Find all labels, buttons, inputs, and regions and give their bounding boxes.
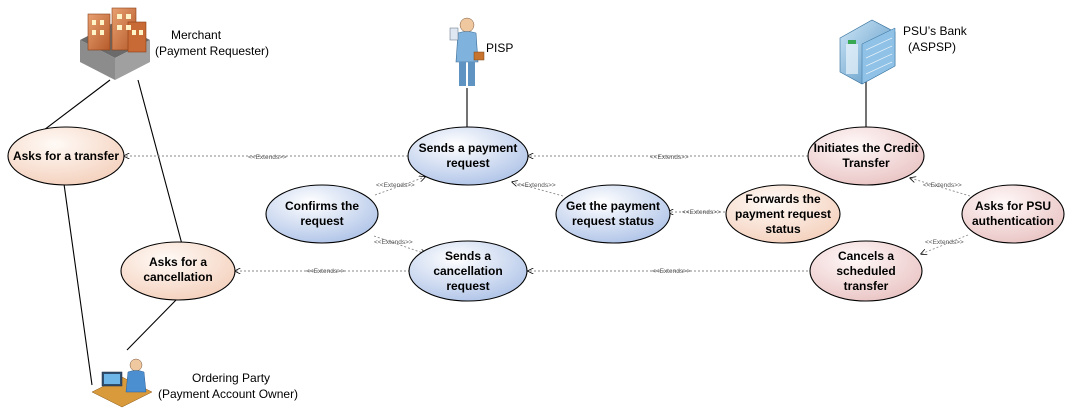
building-icon bbox=[80, 7, 150, 80]
person-with-briefcase-icon bbox=[449, 17, 485, 86]
use-case-get-payment-request-status[interactable]: Get the payment request status bbox=[555, 184, 671, 244]
use-case-label-line2: request bbox=[446, 156, 489, 170]
actor-label-line1: Ordering Party bbox=[192, 371, 270, 385]
use-case-label-line3: request bbox=[446, 279, 489, 293]
extends-label-10: <<Extends>> bbox=[925, 239, 964, 246]
use-case-label-line1: Forwards the bbox=[745, 192, 821, 206]
actor-label-line1: Merchant bbox=[171, 28, 222, 42]
extends-label-4: <<Extends>> bbox=[517, 182, 556, 189]
use-case-sends-cancellation-request[interactable]: Sends a cancellation request bbox=[408, 240, 528, 302]
actor-associations bbox=[39, 79, 867, 386]
use-case-label-line1: Asks for PSU bbox=[975, 199, 1051, 213]
use-case-label-line2: scheduled bbox=[836, 264, 895, 278]
use-case-label-line2: authentication bbox=[972, 214, 1054, 228]
use-case-cancels-scheduled-transfer[interactable]: Cancels a scheduled transfer bbox=[809, 240, 923, 302]
use-case-asks-for-psu-authentication[interactable]: Asks for PSU authentication bbox=[961, 184, 1065, 244]
extends-line-6 bbox=[910, 178, 971, 197]
actor-label-line2: (ASPSP) bbox=[908, 40, 956, 54]
extends-label-6: <<Extends>> bbox=[923, 182, 962, 189]
bank-building-icon bbox=[839, 19, 896, 85]
use-case-label-line1: Cancels a bbox=[838, 249, 894, 263]
use-case-label-line3: status bbox=[765, 222, 801, 236]
use-case-forwards-payment-request-status[interactable]: Forwards the payment request status bbox=[725, 184, 841, 244]
extends-line-4 bbox=[512, 182, 564, 197]
use-case-label-line1: Initiates the Credit bbox=[814, 141, 919, 155]
association-ordering-asks-cancellation bbox=[126, 297, 179, 351]
extends-relations bbox=[124, 156, 971, 271]
use-case-label-line2: cancellation bbox=[433, 264, 502, 278]
extends-label-7: <<Extends>> bbox=[374, 239, 413, 246]
actor-ordering-party[interactable]: Ordering Party (Payment Account Owner) bbox=[91, 358, 298, 408]
actor-label-line2: (Payment Account Owner) bbox=[158, 387, 298, 401]
use-case-label-line2: request status bbox=[572, 214, 654, 228]
extends-labels: <<Extends>> <<Extends>> <<Extends>> <<Ex… bbox=[248, 154, 964, 275]
extends-label-2: <<Extends>> bbox=[650, 154, 689, 161]
use-case-label-line2: payment request bbox=[735, 207, 831, 221]
use-case-label: Asks for a transfer bbox=[13, 149, 119, 163]
use-case-label-line2: request bbox=[300, 214, 343, 228]
use-case-sends-payment-request[interactable]: Sends a payment request bbox=[407, 126, 529, 186]
use-case-initiates-credit-transfer[interactable]: Initiates the Credit Transfer bbox=[807, 126, 925, 186]
association-merchant-asks-transfer bbox=[39, 79, 111, 134]
person-at-computer-icon bbox=[91, 358, 153, 408]
actor-label-line1: PISP bbox=[486, 41, 513, 55]
extends-label-1: <<Extends>> bbox=[248, 154, 287, 161]
use-case-label-line2: cancellation bbox=[143, 270, 212, 284]
extends-label-3: <<Extends>> bbox=[376, 182, 415, 189]
actor-merchant[interactable]: Merchant (Payment Requester) bbox=[80, 7, 269, 80]
use-case-asks-for-cancellation[interactable]: Asks for a cancellation bbox=[120, 241, 236, 301]
use-case-confirms-request[interactable]: Confirms the request bbox=[265, 184, 379, 244]
association-ordering-asks-transfer bbox=[63, 183, 93, 386]
use-case-label-line1: Sends a payment bbox=[419, 141, 518, 155]
actor-label-line1: PSU’s Bank bbox=[903, 24, 968, 38]
use-case-label-line1: Asks for a bbox=[149, 255, 207, 269]
use-case-label-line3: transfer bbox=[844, 279, 889, 293]
actor-label-line2: (Payment Requester) bbox=[155, 44, 269, 58]
use-case-label-line2: Transfer bbox=[842, 156, 890, 170]
association-merchant-asks-cancellation bbox=[137, 79, 184, 249]
extends-label-5: <<Extends>> bbox=[682, 209, 721, 216]
actor-pisp[interactable]: PISP bbox=[449, 17, 513, 86]
extends-label-8: <<Extends>> bbox=[306, 268, 345, 275]
use-case-label-line1: Confirms the bbox=[285, 199, 359, 213]
extends-line-3 bbox=[374, 177, 425, 196]
extends-line-10 bbox=[921, 234, 969, 254]
actor-bank[interactable]: PSU’s Bank (ASPSP) bbox=[839, 19, 968, 85]
use-case-label-line1: Get the payment bbox=[566, 199, 660, 213]
use-case-label-line1: Sends a bbox=[445, 249, 491, 263]
extends-label-9: <<Extends>> bbox=[652, 268, 691, 275]
use-case-asks-for-transfer[interactable]: Asks for a transfer bbox=[7, 126, 125, 186]
extends-line-7 bbox=[373, 235, 426, 254]
